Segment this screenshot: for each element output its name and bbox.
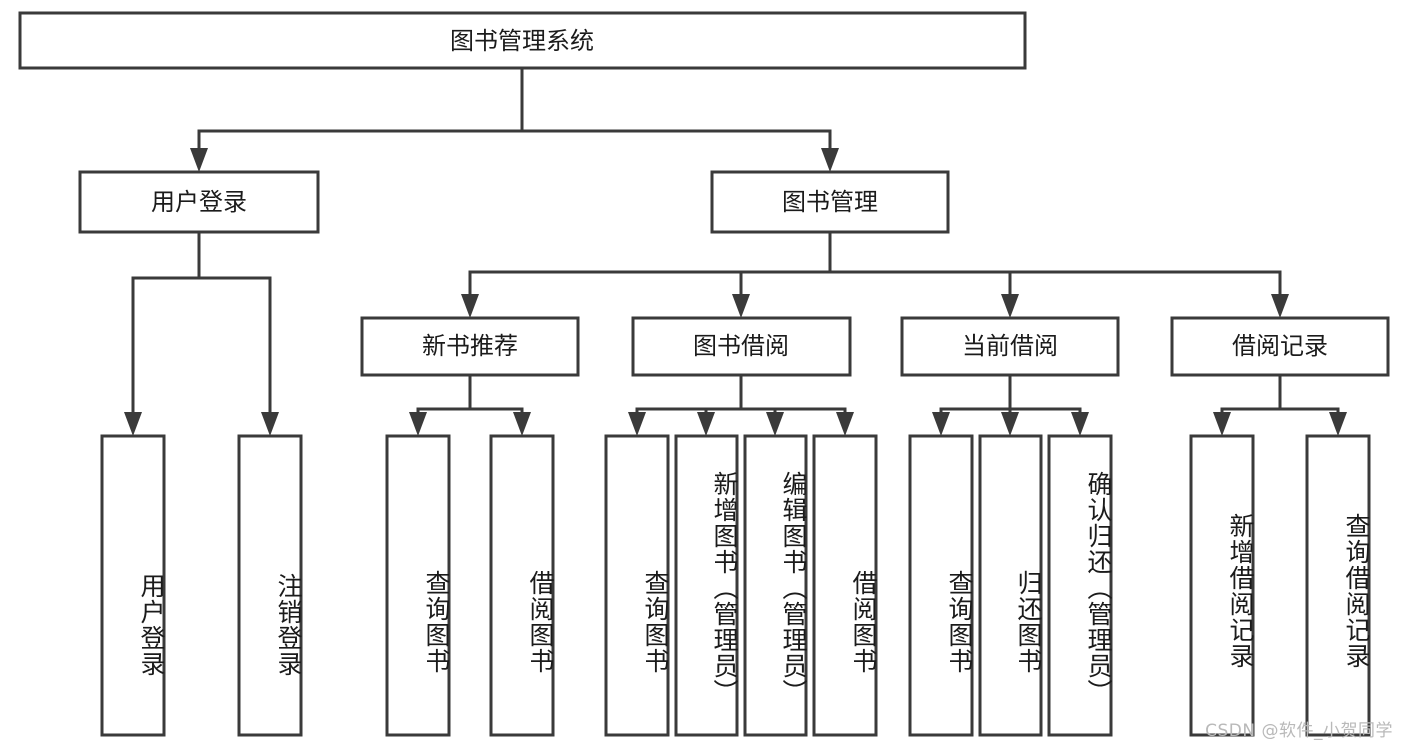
node-leaf-query-book-3[interactable]: [908, 434, 974, 737]
node-leaf-borrow-book-2[interactable]: [812, 434, 878, 737]
node-leaf-edit-book[interactable]: [743, 434, 808, 737]
node-leaf-add-record[interactable]: [1189, 434, 1255, 737]
arrowhead-book-manage: [821, 148, 839, 172]
node-leaf-user-logout[interactable]: [237, 434, 303, 737]
arrowhead-leaf-add-record: [1213, 412, 1231, 436]
arrowhead-leaf-borrow-book-1: [513, 412, 531, 436]
csdn-watermark: CSDN @软件_小贺同学: [1205, 721, 1393, 741]
node-user-login[interactable]: [78, 170, 320, 234]
node-leaf-user-login[interactable]: [100, 434, 166, 737]
node-leaf-add-book[interactable]: [674, 434, 739, 737]
arrowhead-leaf-return-book: [1001, 412, 1019, 436]
arrowhead-leaf-edit-book: [766, 412, 784, 436]
node-book-manage-label: 图书管理: [782, 188, 878, 216]
node-borrow-record[interactable]: [1170, 316, 1390, 377]
node-current-borrow[interactable]: [900, 316, 1120, 377]
arrowhead-leaf-query-book-3: [932, 412, 950, 436]
node-leaf-borrow-book-1[interactable]: [489, 434, 555, 737]
arrowhead-borrow-record: [1271, 294, 1289, 318]
node-new-book-recommend[interactable]: [360, 316, 580, 377]
arrowhead-leaf-borrow-book-2: [836, 412, 854, 436]
arrowhead-leaf-query-book-2: [628, 412, 646, 436]
arrowhead-leaf-query-record: [1329, 412, 1347, 436]
node-new-book-recommend-label: 新书推荐: [422, 332, 518, 360]
node-current-borrow-label: 当前借阅: [962, 332, 1058, 360]
arrowhead-new-book-recommend: [461, 294, 479, 318]
node-book-borrow[interactable]: [631, 316, 852, 377]
arrowhead-leaf-user-logout: [261, 412, 279, 436]
arrowhead-leaf-query-book-1: [409, 412, 427, 436]
node-leaf-confirm-return[interactable]: [1047, 434, 1113, 737]
node-user-login-label: 用户登录: [151, 188, 247, 216]
node-leaf-return-book[interactable]: [978, 434, 1043, 737]
node-leaf-query-book-2[interactable]: [604, 434, 670, 737]
arrowhead-book-borrow: [732, 294, 750, 318]
arrowhead-leaf-add-book: [697, 412, 715, 436]
arrowhead-leaf-confirm-return: [1071, 412, 1089, 436]
arrowhead-leaf-user-login: [124, 412, 142, 436]
node-leaf-query-book-1[interactable]: [385, 434, 451, 737]
node-book-manage[interactable]: [710, 170, 950, 234]
node-leaf-query-record[interactable]: [1305, 434, 1371, 737]
node-root-label: 图书管理系统: [450, 27, 594, 55]
node-borrow-record-label: 借阅记录: [1232, 332, 1328, 360]
arrowhead-current-borrow: [1001, 294, 1019, 318]
arrowhead-user-login: [190, 148, 208, 172]
node-root[interactable]: [18, 11, 1027, 70]
node-book-borrow-label: 图书借阅: [693, 332, 789, 360]
